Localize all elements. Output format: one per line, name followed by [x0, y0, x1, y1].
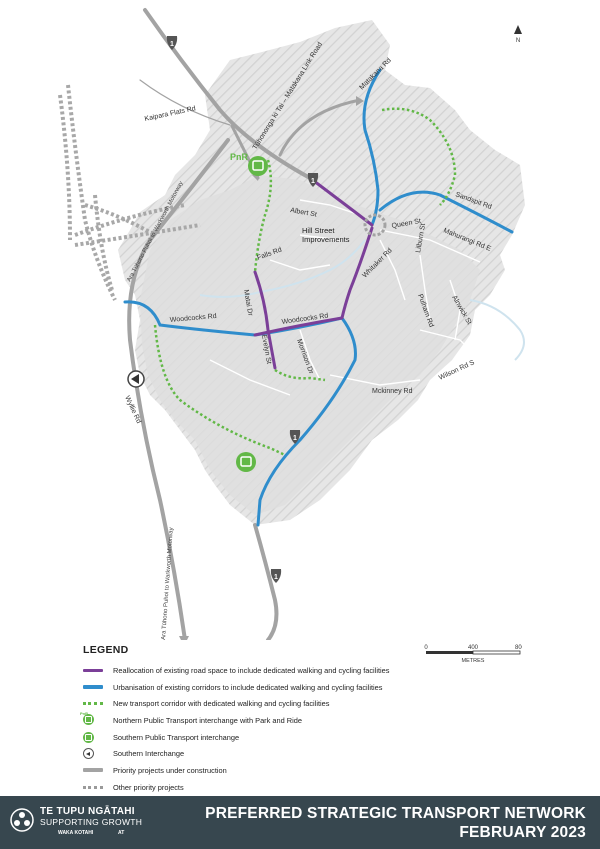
svg-text:1: 1 [274, 574, 278, 581]
north-arrow: N [514, 25, 522, 44]
scale-unit: METRES [462, 658, 485, 664]
brand-name: TE TUPU NGĀTAHI [40, 806, 135, 817]
map-canvas: PnR 1 1 1 1 N Kaipara Flats Rd Matakana … [58, 8, 525, 640]
legend-label: Northern Public Transport interchange wi… [113, 715, 302, 725]
brand-tagline: SUPPORTING GROWTH [40, 817, 143, 827]
te-tupu-ngatahi-logo-icon [10, 808, 34, 832]
svg-text:1: 1 [293, 435, 297, 442]
svg-text:1: 1 [311, 178, 315, 185]
label-woodcocks-rd-west: Woodcocks Rd [170, 313, 217, 324]
legend-label: Reallocation of existing road space to i… [113, 665, 390, 675]
purple-line-icon [83, 668, 103, 673]
arrow-head-south [179, 636, 189, 640]
grey-dotted-line-icon [83, 785, 103, 789]
scale-tick-400: 400 [468, 645, 479, 651]
label-hill-street: Hill Street [302, 226, 335, 235]
southern-pt-interchange [236, 452, 256, 472]
partner-at: AT [118, 830, 125, 836]
new-transport-corridors [153, 107, 457, 457]
hill-street-roundabout [363, 213, 387, 237]
developed-area [140, 175, 480, 515]
southern-interchange-marker [127, 370, 145, 388]
legend-label: Urbanisation of existing corridors to in… [113, 682, 383, 692]
partner-waka-kotahi: WAKA KOTAHI [58, 830, 94, 836]
other-priority-projects [58, 84, 201, 301]
legend-label: Southern Public Transport interchange [113, 732, 240, 742]
legend-title: LEGEND [83, 644, 129, 656]
scale-tick-800: 800 [515, 645, 522, 651]
sh1-shield-far-south: 1 [270, 569, 282, 583]
scale-tick-0: 0 [424, 645, 428, 651]
label-mckinney-rd: Mckinney Rd [372, 388, 413, 395]
label-kaipara-flats-rd: Kaipara Flats Rd [144, 105, 197, 123]
label-motorway-south: Ara Tūhono Puhoi to Warkworth Motorway [161, 527, 175, 640]
page-title: PREFERRED STRATEGIC TRANSPORT NETWORK [205, 805, 586, 822]
legend-item-southern-interchange: Southern Interchange [83, 745, 503, 762]
blue-line-icon [83, 685, 103, 689]
bus-icon [83, 731, 94, 743]
sh1-shield-south: 1 [289, 430, 301, 444]
legend-label: Priority projects under construction [113, 765, 227, 775]
legend-label: Other priority projects [113, 782, 184, 792]
river [199, 239, 366, 298]
svg-text:1: 1 [170, 41, 174, 48]
pnr-label: PnR [230, 152, 249, 162]
northern-pnr-interchange: PnR [230, 152, 268, 176]
legend-label: Southern Interchange [113, 749, 185, 759]
green-dotted-line-icon [83, 702, 103, 706]
sh1-shield-north: 1 [166, 36, 178, 50]
label-matai-dr: Matai Dr [242, 289, 254, 317]
legend-item-southern-pt: Southern Public Transport interchange [83, 729, 503, 746]
scale-bar: 0 400 800 METRES [422, 643, 525, 665]
legend-label: New transport corridor with dedicated wa… [113, 699, 330, 709]
page-date: FEBRUARY 2023 [459, 824, 586, 841]
svg-text:N: N [516, 38, 520, 44]
interchange-icon [83, 748, 94, 760]
river-lower [469, 299, 525, 361]
label-improvements: Improvements [302, 235, 350, 244]
arrow-head-north [356, 96, 364, 106]
pnr-bus-icon: PnR [80, 711, 97, 726]
footer-banner: TE TUPU NGĀTAHI SUPPORTING GROWTH WAKA K… [0, 796, 600, 849]
legend-item-urbanisation: Urbanisation of existing corridors to in… [83, 679, 503, 696]
legend-item-new-corridor: New transport corridor with dedicated wa… [83, 695, 503, 712]
sh1-shield-central: 1 [307, 173, 319, 187]
legend-item-reallocation: Reallocation of existing road space to i… [83, 662, 503, 679]
label-albert-st: Albert St [290, 207, 318, 219]
legend-item-other-priority: Other priority projects [83, 779, 503, 796]
grey-line-icon [83, 768, 103, 773]
legend-item-northern-pnr: PnR Northern Public Transport interchang… [80, 711, 503, 729]
legend-item-under-construction: Priority projects under construction [83, 762, 503, 779]
legend: LEGEND Reallocation of existing road spa… [80, 644, 503, 796]
